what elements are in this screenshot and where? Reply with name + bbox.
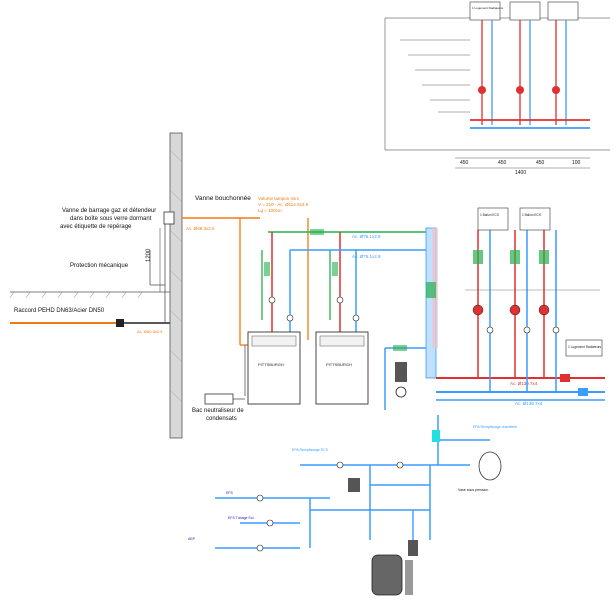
legend-pump-4: 1 Logement Radiateurs [472, 6, 504, 10]
pump-risers [465, 230, 600, 392]
buffer-volume: Volume tampon mini [258, 196, 299, 201]
label-gas-valve-l3: avec étiquette de repérage [60, 224, 132, 230]
legend-pump-1: 1 Ballon ECS [480, 213, 499, 217]
water-treatment: Vase sous pression EPA Remplissage ECS E… [188, 415, 517, 596]
height-1200: 1200 [146, 248, 152, 262]
inset-dim-e: 1400 [515, 170, 526, 176]
boiler-2: PITTSBURGH [315, 331, 369, 405]
main-header: Ac. Ø139.7x4 Ac. Ø139.7x4 [384, 227, 605, 410]
gas-supply-pipe: Ac. Ø60.3x2.9 [10, 220, 170, 334]
gas-valve-box [163, 211, 260, 225]
right-legend: 1 Ballon ECS 1 Ballon ECS 1 Logement Rad… [477, 207, 603, 357]
label-pehd-fitting: Raccord PEHD DN63/Acier DN50 [14, 308, 105, 314]
efs-1-label: EFS [226, 491, 233, 495]
epa-ecs-label: EPA Remplissage ECS [292, 448, 329, 452]
label-neutralizer-l1: Bac neutraliseur de [192, 408, 244, 414]
inset-dim-a: 450 [460, 160, 469, 166]
inset-diagram: 1 Logement Radiateurs 450 450 450 100 14… [384, 1, 610, 176]
buffer-label: Volume tampon mini V = 210 - Ac. Ø114.3x… [186, 196, 309, 231]
pipe-right-1: Ac. Ø139.7x4 [510, 381, 538, 386]
epa-chauff-label: EPA Remplissage chaufferie [473, 425, 517, 429]
ground-line [9, 291, 170, 299]
inset-dim-d: 100 [572, 160, 581, 166]
label-plugged-valve: Vanne bouchonnée [195, 195, 251, 202]
neutralizer-tank [204, 393, 245, 405]
label-gas-valve-l1: Vanne de barrage gaz et détendeur [62, 208, 156, 214]
label-gas-valve-l2: dans boîte sous verre dormant [70, 216, 152, 222]
pipe-mid-label: Ac. Ø76.1x2.9 [352, 254, 381, 259]
legend-pump-3: 1 Logement Radiateurs [568, 345, 602, 349]
height-dimension: 1200 [146, 228, 161, 292]
label-neutralizer-l2: condensats [206, 416, 237, 422]
ballon-label: Vase sous pression [458, 488, 488, 492]
boiler-1: PITTSBURGH [247, 331, 301, 405]
buffer-lg: Lg = 100cm [258, 208, 282, 213]
legend-pump-2: 1 Ballon ECS [522, 213, 541, 217]
boiler-2-label: PITTSBURGH [326, 362, 352, 367]
wall [169, 132, 183, 439]
buffer-detail: V = 210 - Ac. Ø114.3x3.6 [258, 202, 309, 207]
pipe-orange-label: Ac. Ø60.3x2.9 [137, 329, 163, 334]
inset-dim-b: 450 [498, 160, 507, 166]
pipe-top-label: Ac. Ø76.1x2.9 [352, 234, 381, 239]
aep-label: AEP [188, 537, 196, 541]
efs-2-label: EFS Tubage Sol [228, 516, 254, 520]
boiler-piping: Ac. Ø76.1x2.9 Ac. Ø76.1x2.9 [239, 218, 430, 396]
pipe-right-2: Ac. Ø139.7x4 [515, 401, 543, 406]
pipe-gas-label: Ac. Ø48.3x2.6 [186, 226, 215, 231]
inset-dim-c: 450 [536, 160, 545, 166]
boiler-1-label: PITTSBURGH [258, 362, 284, 367]
label-mech-protection: Protection mécanique [70, 263, 129, 269]
